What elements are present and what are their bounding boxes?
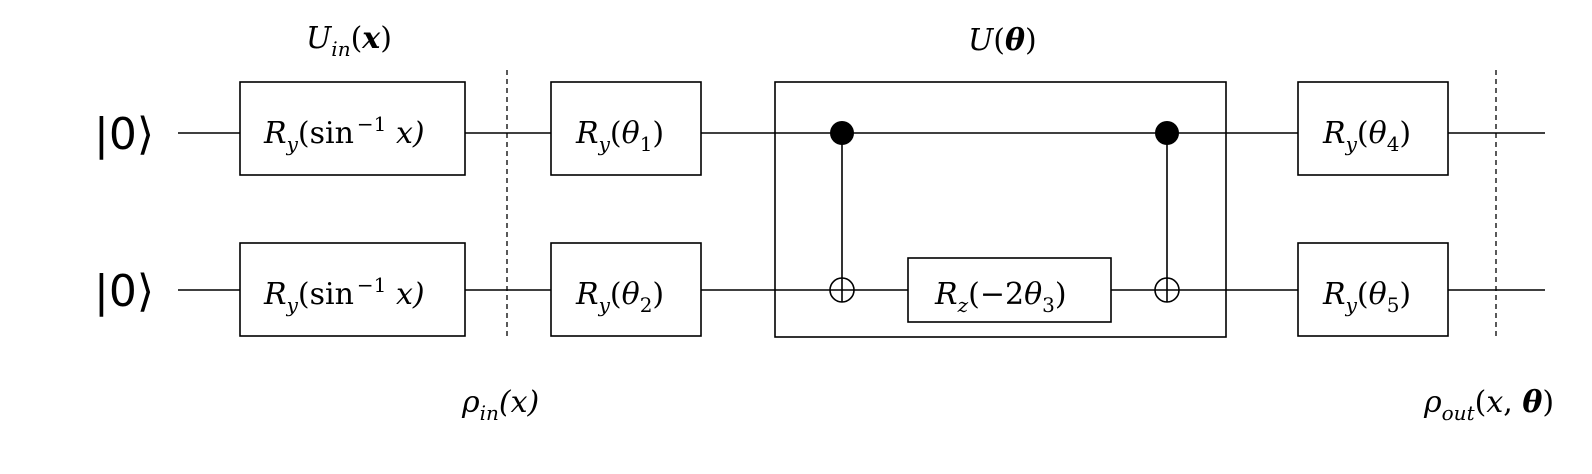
svg-text:Ry(sin−1 x): Ry(sin−1 x)	[263, 112, 425, 156]
cnot-gate-2	[1154, 121, 1180, 303]
ry-theta4-gate: Ry(θ4)	[1297, 81, 1449, 176]
svg-text:Ry(θ4): Ry(θ4)	[1322, 116, 1411, 156]
ry-theta2-gate: Ry(θ2)	[550, 242, 702, 337]
output-state-label: ρout(x, θ)	[1423, 385, 1554, 425]
ry-theta5-gate: Ry(θ5)	[1297, 242, 1449, 337]
encoding-block-title: Uin(x)	[306, 21, 392, 61]
entangler-block-frame	[774, 81, 1227, 338]
rz-gate: Rz(−2θ3)	[907, 257, 1112, 323]
control-dot	[1155, 121, 1179, 145]
encoding-gate-qubit-2: Ry(sin−1 x)	[239, 242, 466, 337]
svg-text:Rz(−2θ3): Rz(−2θ3)	[934, 277, 1067, 317]
control-dot	[830, 121, 854, 145]
qubit-2-initial-state: |0⟩	[94, 266, 154, 317]
svg-text:Ry(θ2): Ry(θ2)	[575, 277, 664, 317]
ry-theta1-gate: Ry(θ1)	[550, 81, 702, 176]
input-state-label: ρin(x)	[461, 385, 539, 425]
cnot-gate-1	[829, 121, 855, 303]
qubit-1-initial-state: |0⟩	[94, 109, 154, 160]
svg-text:Ry(θ5): Ry(θ5)	[1322, 277, 1411, 317]
encoding-gate-qubit-1: Ry(sin−1 x)	[239, 81, 466, 176]
svg-text:Ry(sin−1 x): Ry(sin−1 x)	[263, 273, 425, 317]
entangler-block-title: U(θ)	[968, 23, 1037, 58]
svg-text:Ry(θ1): Ry(θ1)	[575, 116, 664, 156]
